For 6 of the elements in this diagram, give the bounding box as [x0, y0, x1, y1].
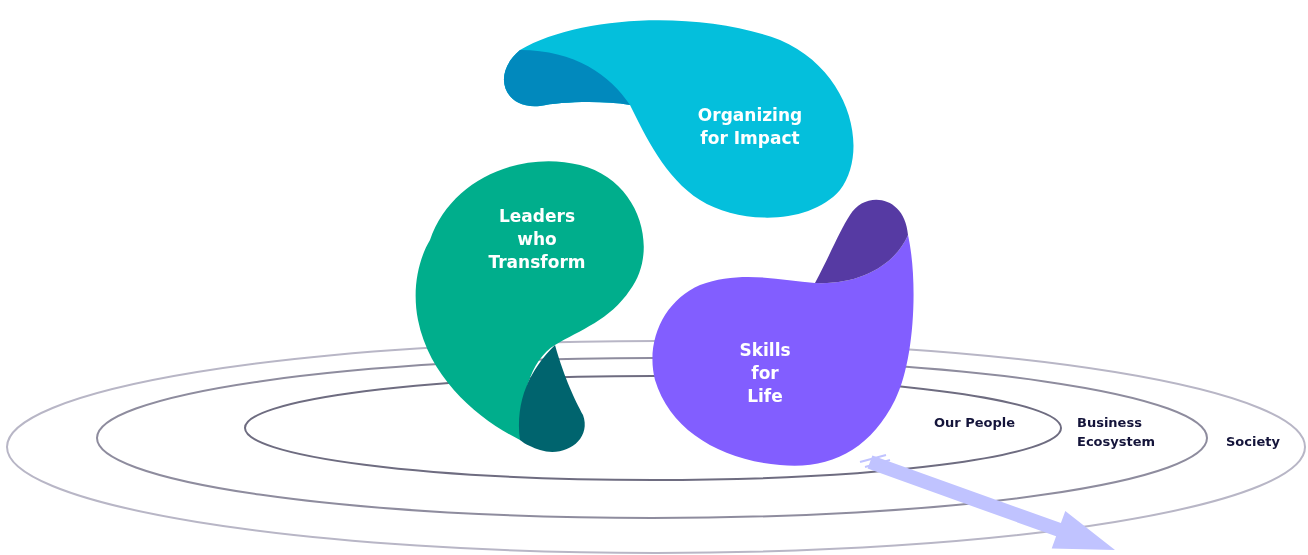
blob-label: Leaders who Transform	[488, 205, 586, 274]
blob-label: Skills for Life	[739, 339, 791, 408]
ring-label: Society	[1226, 433, 1280, 451]
ring-label: Business Ecosystem	[1077, 414, 1156, 451]
blob-label: Organizing for Impact	[697, 104, 803, 150]
ring-label: Our People	[934, 414, 1016, 432]
